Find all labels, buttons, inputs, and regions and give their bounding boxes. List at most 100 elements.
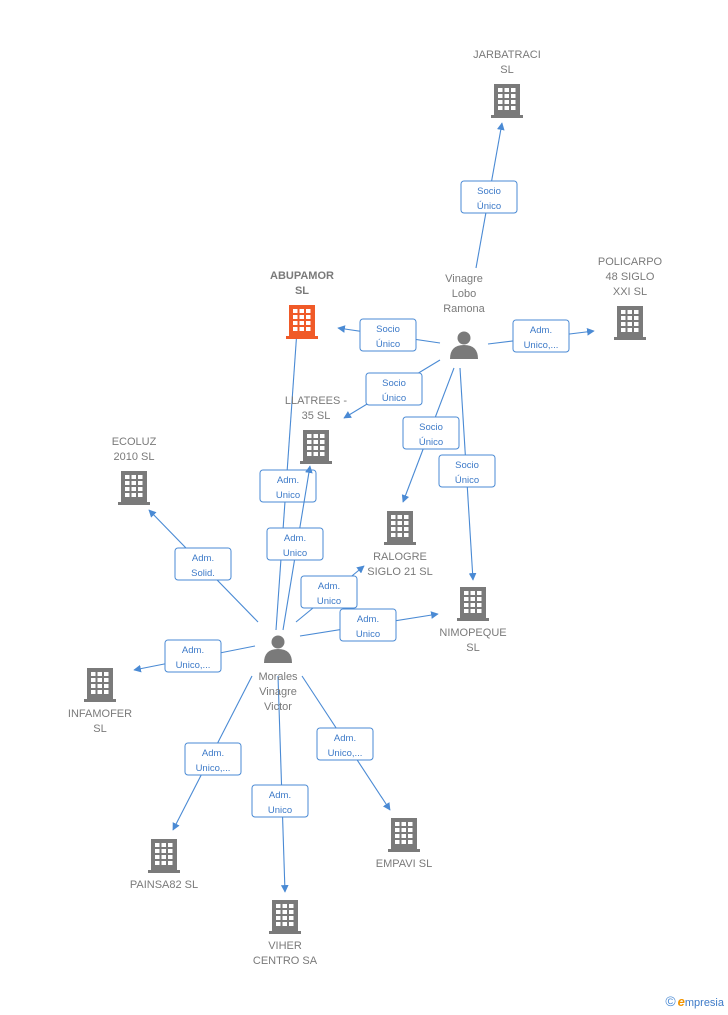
node-label: Vinagre — [445, 273, 483, 285]
building-icon — [388, 818, 420, 852]
node-label: 35 SL — [302, 410, 331, 422]
building-icon — [286, 305, 318, 339]
edge-label[interactable]: Adm.Unico — [339, 608, 397, 642]
edge-label-text: Adm. — [182, 645, 204, 656]
building-icon — [118, 471, 150, 505]
edge-label-text: Socio — [419, 422, 443, 433]
building-icon — [269, 900, 301, 934]
edge-morales-llatrees: Adm. Unico — [266, 465, 324, 631]
edge-label-box — [251, 784, 309, 818]
node-label: PAINSA82 SL — [130, 879, 198, 891]
node-viher[interactable]: VIHER CENTRO SA — [253, 900, 318, 967]
edge-label-text: Unico,... — [196, 763, 231, 774]
edge-label-box — [266, 527, 324, 561]
node-label: NIMOPEQUE — [439, 627, 506, 639]
edge-label-box — [402, 416, 460, 450]
node-label: ECOLUZ — [112, 436, 157, 448]
edge-label-text: Unico,... — [524, 340, 559, 351]
edge-label[interactable]: Adm.Unico — [300, 575, 358, 609]
edge-label-text: Único — [477, 201, 501, 212]
node-label: RALOGRE — [373, 551, 427, 563]
node-empavi[interactable]: EMPAVI SL — [376, 818, 432, 870]
node-label: SL — [93, 723, 106, 735]
node-label: Ramona — [443, 303, 485, 315]
edge-label-box — [316, 727, 374, 761]
edge-label-text: Unico,... — [176, 660, 211, 671]
node-label: INFAMOFER — [68, 708, 132, 720]
node-label: EMPAVI SL — [376, 858, 432, 870]
building-icon — [614, 306, 646, 340]
edge-line — [277, 675, 289, 893]
edge-label-text: Socio — [382, 378, 406, 389]
node-label: XXI SL — [613, 286, 647, 298]
edge-label[interactable]: Adm.Unico,... — [316, 727, 374, 761]
edge-morales-infamofer: Adm. Unico,... — [133, 639, 256, 673]
edge-label-box — [438, 454, 496, 488]
node-abupamor[interactable]: ABUPAMOR SL — [270, 270, 334, 339]
edge-label[interactable]: Adm.Unico,... — [184, 742, 242, 776]
edge-label-box — [512, 319, 570, 353]
copyright-icon: © — [665, 993, 676, 1009]
node-label: Vinagre — [259, 686, 297, 698]
node-llatrees[interactable]: LLATREES - 35 SL — [285, 395, 347, 464]
edge-label-box — [184, 742, 242, 776]
edge-label-box — [174, 547, 232, 581]
edge-morales-viher: Adm.Unico — [251, 675, 309, 893]
brand-name: mpresia — [684, 997, 724, 1009]
edge-label-text: Unico — [276, 490, 300, 501]
edge-label[interactable]: Adm. Unico — [259, 469, 317, 503]
edge-label-text: Solid. — [191, 568, 215, 579]
edge-label-box — [164, 639, 222, 673]
node-label: CENTRO SA — [253, 955, 318, 967]
node-label: 2010 SL — [114, 451, 155, 463]
node-label: LLATREES - — [285, 395, 347, 407]
edge-label[interactable]: Adm.Solid. — [174, 547, 232, 581]
node-infamofer[interactable]: INFAMOFER SL — [68, 668, 132, 735]
edge-label-text: Adm. — [277, 475, 299, 486]
edge-label[interactable]: Adm.Unico,... — [512, 319, 570, 353]
edge-label-box — [359, 318, 417, 352]
edge-label-box — [460, 180, 518, 214]
edge-label[interactable]: Adm. Unico,... — [164, 639, 222, 673]
building-icon — [491, 84, 523, 118]
edge-label-box — [300, 575, 358, 609]
node-ecoluz[interactable]: ECOLUZ 2010 SL — [112, 436, 157, 505]
building-icon — [148, 839, 180, 873]
node-label: VIHER — [268, 940, 302, 952]
edge-morales-nimopeque: Adm.Unico — [299, 608, 439, 642]
node-label: 48 SIGLO — [606, 271, 655, 283]
edge-label-text: Unico — [317, 596, 341, 607]
edge-label-text: Adm. — [284, 533, 306, 544]
building-icon — [457, 587, 489, 621]
node-label: ABUPAMOR — [270, 270, 334, 282]
node-painsa[interactable]: PAINSA82 SL — [130, 839, 198, 891]
edge-label-text: Unico — [356, 629, 380, 640]
building-icon — [300, 430, 332, 464]
edge-label-box — [339, 608, 397, 642]
edge-vinagre-policarpo: Adm.Unico,... — [487, 319, 595, 353]
edge-label[interactable]: Adm.Unico — [266, 527, 324, 561]
edge-label-text: Adm. — [269, 790, 291, 801]
edges-layer: SocioÚnicoSocioÚnicoAdm.Unico,...SocioÚn… — [133, 122, 595, 893]
person-icon — [264, 635, 292, 663]
edge-label-text: Adm. — [334, 733, 356, 744]
node-label: SL — [295, 285, 309, 297]
edge-label[interactable]: Adm.Unico — [251, 784, 309, 818]
node-label: Lobo — [452, 288, 476, 300]
